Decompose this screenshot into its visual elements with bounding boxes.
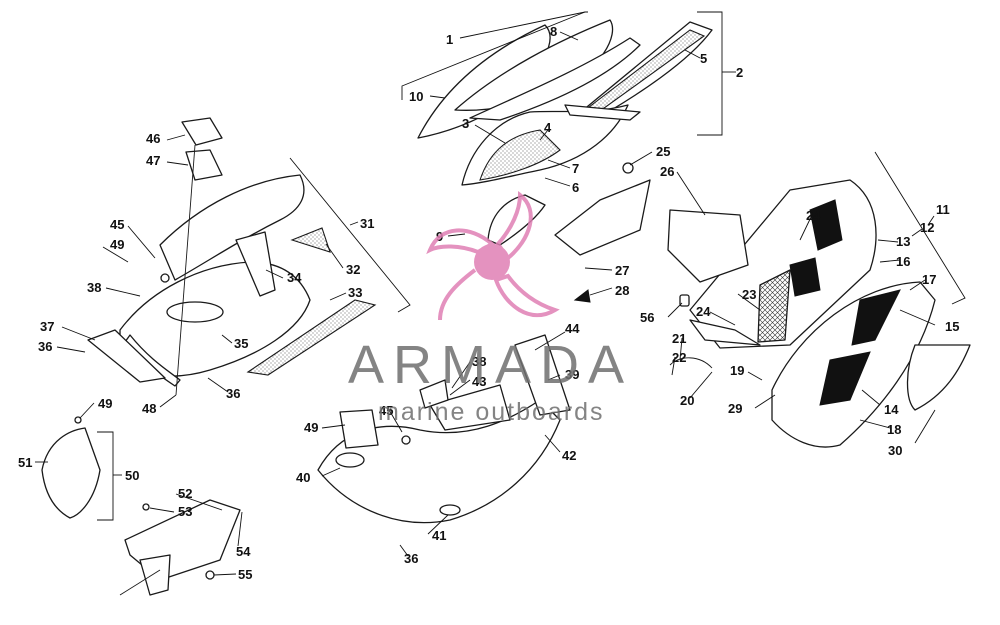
watermark-tagline: marine outboards: [378, 398, 605, 426]
callout-30: 30: [888, 443, 902, 458]
callout-28: 28: [615, 283, 629, 298]
callout-35: 35: [234, 336, 248, 351]
callout-40: 40: [296, 470, 310, 485]
callout-20: 20: [680, 393, 694, 408]
callout-labels: 1 2 3 4 5 6 7 8 9 10 11 12 13 14 15 16 1…: [18, 24, 959, 582]
callout-49-hood: 49: [110, 237, 124, 252]
callout-17: 17: [922, 272, 936, 287]
callout-54: 54: [236, 544, 251, 559]
callout-12: 12: [920, 220, 934, 235]
callout-38-hood: 38: [87, 280, 101, 295]
callout-32: 32: [346, 262, 360, 277]
callout-52: 52: [178, 486, 192, 501]
bracket-assembly: [41, 416, 241, 596]
callout-53: 53: [178, 504, 192, 519]
callout-21: 21: [672, 331, 686, 346]
callout-5: 5: [700, 51, 707, 66]
callout-56: 56: [640, 310, 654, 325]
callout-18: 18: [887, 422, 901, 437]
callout-36-hood: 36: [226, 386, 240, 401]
callout-39: 39: [565, 367, 579, 382]
callout-33: 33: [348, 285, 362, 300]
leader-lines: [35, 11, 966, 576]
callout-26: 26: [660, 164, 674, 179]
callout-13: 13: [896, 234, 910, 249]
callout-19: 19: [730, 363, 744, 378]
callout-44: 44: [565, 321, 580, 336]
side-panel-assembly: [554, 162, 971, 448]
callout-31: 31: [360, 216, 374, 231]
callout-8: 8: [550, 24, 557, 39]
callout-29: 29: [728, 401, 742, 416]
callout-34: 34: [287, 270, 302, 285]
callout-50: 50: [125, 468, 139, 483]
callout-14: 14: [884, 402, 899, 417]
callout-51: 51: [18, 455, 32, 470]
callout-1: 1: [446, 32, 453, 47]
callout-4: 4: [544, 120, 552, 135]
callout-16: 16: [896, 254, 910, 269]
callout-2: 2: [736, 65, 743, 80]
callout-41: 41: [432, 528, 446, 543]
callout-46: 46: [146, 131, 160, 146]
propeller-icon: [426, 190, 560, 321]
callout-27: 27: [615, 263, 629, 278]
callout-49-bracket: 49: [98, 396, 112, 411]
callout-22: 22: [672, 350, 686, 365]
callout-36-console: 36: [404, 551, 418, 566]
callout-48: 48: [142, 401, 156, 416]
callout-45-hood: 45: [110, 217, 124, 232]
callout-42: 42: [562, 448, 576, 463]
callout-24-upper: 24: [806, 208, 821, 223]
callout-23: 23: [742, 287, 756, 302]
windshield-assembly: [417, 19, 713, 246]
callout-25: 25: [656, 144, 670, 159]
callout-55: 55: [238, 567, 252, 582]
hood-assembly: [87, 117, 377, 396]
callout-15: 15: [945, 319, 959, 334]
callout-38-console: 38: [472, 354, 486, 369]
callout-10: 10: [409, 89, 423, 104]
callout-45-console: 45: [379, 403, 393, 418]
callout-6: 6: [572, 180, 579, 195]
console-assembly: [317, 334, 571, 524]
watermark-brand: ARMADA: [348, 335, 634, 395]
callout-43: 43: [472, 374, 486, 389]
callout-11: 11: [936, 202, 950, 217]
callout-7: 7: [572, 161, 579, 176]
callout-3: 3: [462, 116, 469, 131]
callout-24-lower: 24: [696, 304, 711, 319]
callout-36-left: 36: [38, 339, 52, 354]
callout-37: 37: [40, 319, 54, 334]
callout-47: 47: [146, 153, 160, 168]
callout-49-console: 49: [304, 420, 318, 435]
